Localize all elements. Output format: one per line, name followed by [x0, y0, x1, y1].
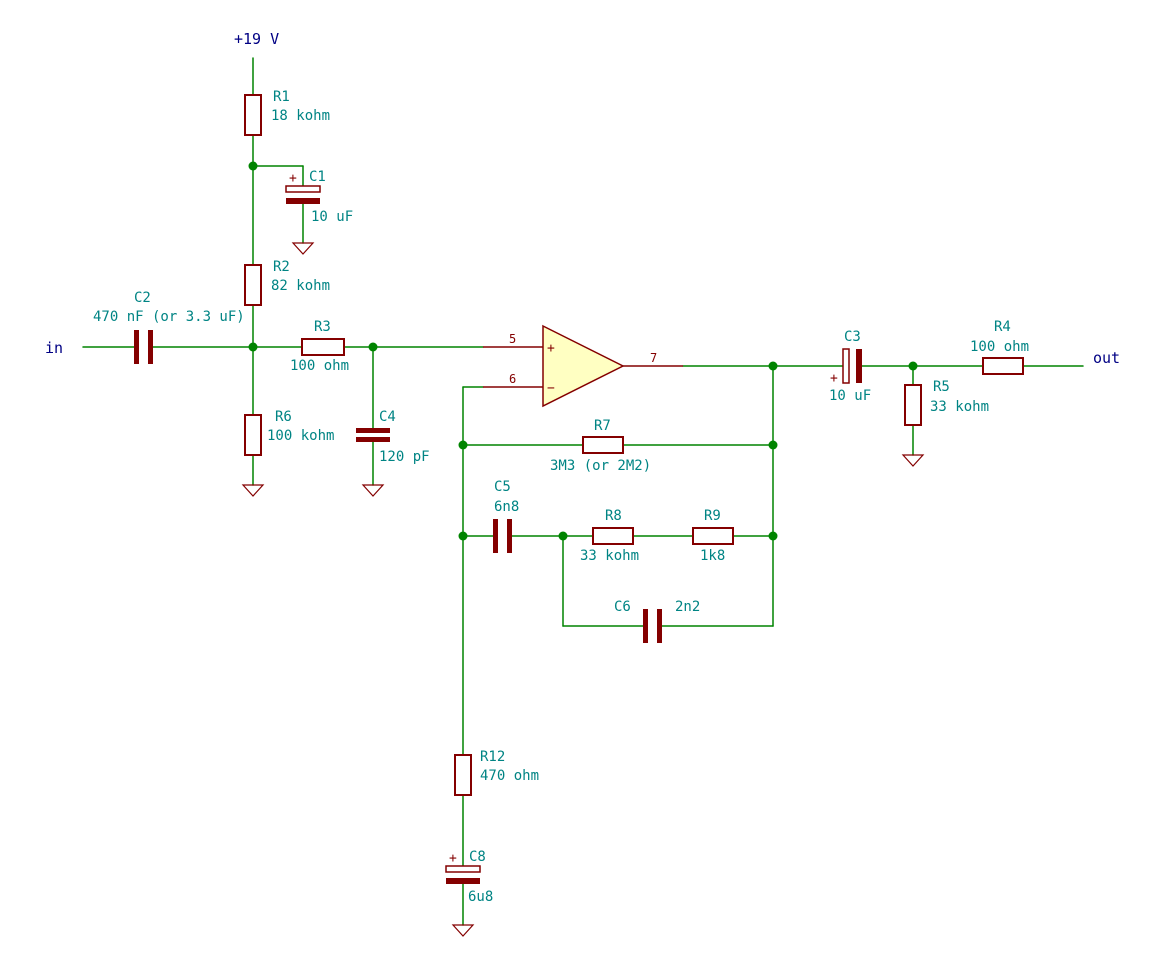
junction-dot — [908, 361, 918, 371]
r8-value: 33 kohm — [580, 548, 639, 564]
ground-symbols — [241, 242, 925, 937]
junction-dot — [248, 342, 258, 352]
junction-dot — [368, 342, 378, 352]
ground-icon — [291, 242, 315, 255]
junction-dot — [558, 531, 568, 541]
r1-ref: R1 — [273, 89, 290, 105]
c1-value: 10 uF — [311, 209, 353, 225]
c2-ref: C2 — [134, 290, 151, 306]
supply-label: +19 V — [234, 30, 279, 48]
opamp-pin-5: 5 — [509, 332, 516, 346]
r9-ref: R9 — [704, 508, 721, 524]
c5-value: 6n8 — [494, 499, 519, 515]
c3-polarity: + — [830, 371, 838, 386]
capacitor-c8: + C8 6u8 — [445, 849, 493, 905]
c6-value: 2n2 — [675, 599, 700, 615]
capacitor-c4: C4 120 pF — [356, 409, 430, 465]
r2-value: 82 kohm — [271, 278, 330, 294]
opamp-minus-sign: − — [547, 381, 555, 396]
c4-ref: C4 — [379, 409, 396, 425]
capacitor-c6: C6 2n2 — [614, 599, 700, 643]
c4-value: 120 pF — [379, 449, 430, 465]
r4-ref: R4 — [994, 319, 1011, 335]
resistor-r4: R4 100 ohm — [970, 319, 1029, 375]
resistor-r7: R7 3M3 (or 2M2) — [550, 418, 651, 474]
resistor-r8: R8 33 kohm — [580, 508, 639, 564]
capacitor-c5: C5 6n8 — [493, 479, 519, 553]
capacitor-c2: C2 470 nF (or 3.3 uF) — [93, 290, 245, 364]
opamp-pin-6: 6 — [509, 372, 516, 386]
opamp-plus-sign: + — [547, 341, 555, 356]
r12-ref: R12 — [480, 749, 505, 765]
resistor-r9: R9 1k8 — [692, 508, 734, 564]
resistor-r5: R5 33 kohm — [904, 379, 989, 426]
resistor-r2: R2 82 kohm — [244, 259, 330, 306]
c3-ref: C3 — [844, 329, 861, 345]
c6-ref: C6 — [614, 599, 631, 615]
opamp-pin-7: 7 — [650, 351, 657, 365]
c8-value: 6u8 — [468, 889, 493, 905]
resistor-r6: R6 100 kohm — [244, 409, 334, 456]
r1-value: 18 kohm — [271, 108, 330, 124]
junctions — [248, 161, 918, 541]
c8-ref: C8 — [469, 849, 486, 865]
r12-value: 470 ohm — [480, 768, 539, 784]
r7-ref: R7 — [594, 418, 611, 434]
ground-icon — [451, 924, 475, 937]
r6-value: 100 kohm — [267, 428, 334, 444]
junction-dot — [458, 531, 468, 541]
r3-value: 100 ohm — [290, 358, 349, 374]
r9-value: 1k8 — [700, 548, 725, 564]
opamp: + − 5 6 7 — [483, 324, 683, 408]
ground-icon — [901, 454, 925, 467]
r7-value: 3M3 (or 2M2) — [550, 458, 651, 474]
ground-icon — [361, 484, 385, 497]
opamp-triangle — [542, 324, 625, 408]
junction-dot — [248, 161, 258, 171]
r5-value: 33 kohm — [930, 399, 989, 415]
c1-polarity: + — [289, 171, 297, 186]
r6-ref: R6 — [275, 409, 292, 425]
resistor-r12: R12 470 ohm — [454, 749, 539, 796]
r2-ref: R2 — [273, 259, 290, 275]
c2-value: 470 nF (or 3.3 uF) — [93, 309, 245, 325]
r5-ref: R5 — [933, 379, 950, 395]
ground-icon — [241, 484, 265, 497]
output-label: out — [1093, 349, 1120, 367]
junction-dot — [768, 531, 778, 541]
junction-dot — [768, 440, 778, 450]
capacitor-c3: + C3 10 uF — [829, 329, 871, 404]
resistor-r3: R3 100 ohm — [290, 319, 349, 374]
r8-ref: R8 — [605, 508, 622, 524]
junction-dot — [768, 361, 778, 371]
c3-value: 10 uF — [829, 388, 871, 404]
r3-ref: R3 — [314, 319, 331, 335]
c8-polarity: + — [449, 851, 457, 866]
wires — [82, 57, 1084, 926]
c5-ref: C5 — [494, 479, 511, 495]
capacitor-c1: + C1 10 uF — [285, 169, 353, 225]
junction-dot — [458, 440, 468, 450]
resistor-r1: R1 18 kohm — [244, 89, 330, 136]
c1-ref: C1 — [309, 169, 326, 185]
r4-value: 100 ohm — [970, 339, 1029, 355]
input-label: in — [45, 339, 63, 357]
